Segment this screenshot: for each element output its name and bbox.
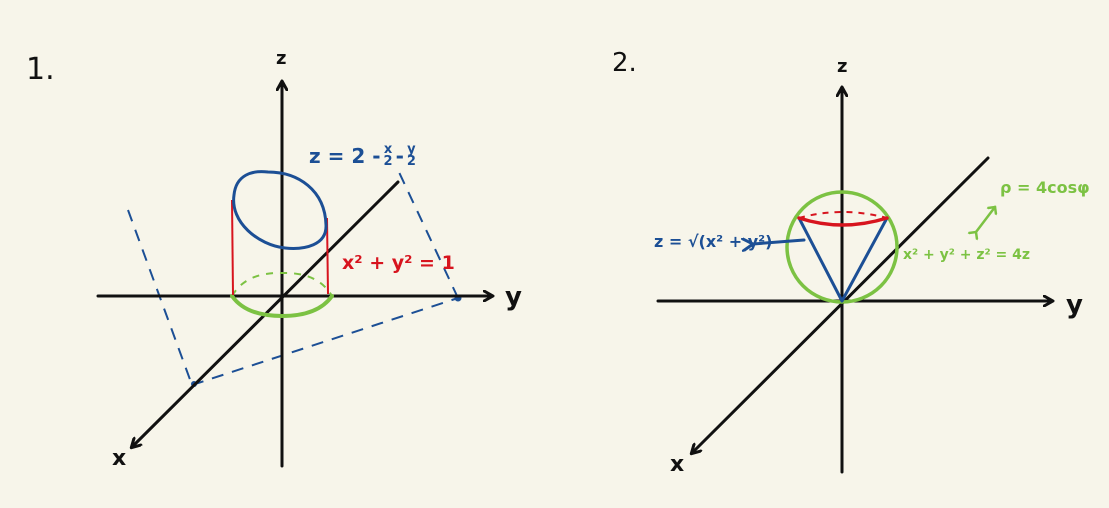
cylinder-top-ellipse	[232, 170, 328, 250]
plane-eq-frac2-num: y	[407, 142, 416, 157]
spherical-equation-label: ρ = 4cosφ	[1000, 178, 1090, 197]
equivalence-double-arrow	[976, 207, 995, 232]
x-axis	[692, 156, 990, 453]
cylinder-base-front	[230, 294, 334, 319]
figure-2-x-label: x	[670, 452, 685, 477]
figure-1-number: 1.	[26, 52, 55, 87]
cylinder-side-left	[231, 199, 234, 296]
plane-eq-minus: -	[395, 144, 404, 168]
figure-1-y-label: y	[505, 282, 522, 312]
plane-equation-label: z = 2 - x 2 - y 2	[309, 142, 416, 169]
intersection-front	[797, 216, 889, 227]
sphere-equation-label: x² + y² + z² = 4z	[903, 247, 1031, 263]
plane-eq-frac2-den: 2	[406, 154, 416, 169]
figure-2	[656, 88, 1052, 474]
figure-2-y-label: y	[1066, 290, 1083, 320]
figure-1-x-label: x	[112, 446, 127, 471]
cone-pointer-arrow	[753, 240, 806, 244]
cylinder-base-back	[231, 271, 333, 297]
cone-edges	[797, 217, 889, 303]
plane-eq-frac1-den: 2	[383, 154, 393, 169]
figure-1-z-label: z	[276, 48, 287, 69]
figure-2-number: 2.	[612, 48, 637, 78]
cone-equation-label: z = √(x² + y²)	[654, 232, 773, 251]
cylinder-equation-label: x² + y² = 1	[342, 252, 455, 274]
figure-1	[96, 82, 492, 468]
plane-eq-frac1-num: x	[383, 142, 393, 157]
figure-2-z-label: z	[837, 56, 848, 77]
plane-dashed-outline	[127, 169, 459, 386]
plane-eq-lhs: z = 2 -	[309, 144, 381, 168]
